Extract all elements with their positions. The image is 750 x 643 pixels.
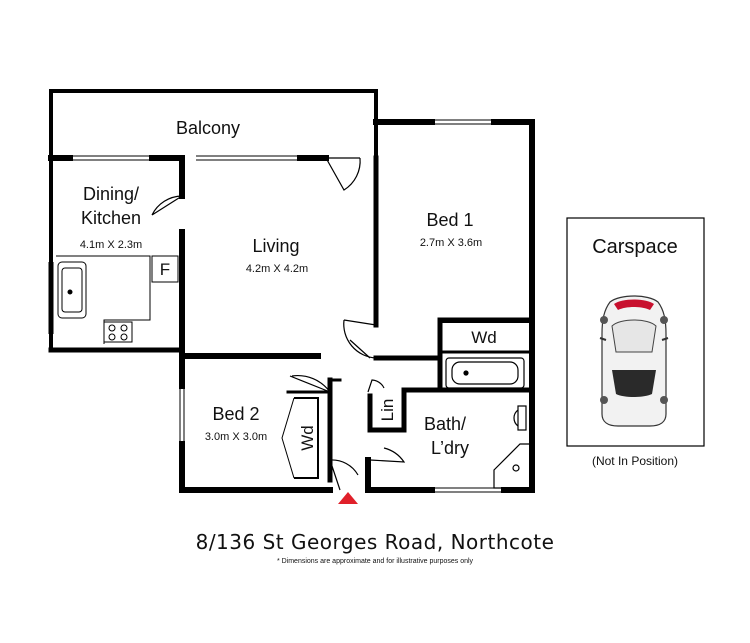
entry-marker-icon xyxy=(338,492,358,504)
room-dims-living: 4.2m X 4.2m xyxy=(246,263,308,275)
room-dims-dining: 4.1m X 2.3m xyxy=(80,239,142,251)
disclaimer: * Dimensions are approximate and for ill… xyxy=(276,558,474,565)
bath-fixtures xyxy=(445,357,531,489)
kitchen-fixtures xyxy=(56,255,179,344)
windows xyxy=(48,119,504,493)
car-icon xyxy=(599,295,669,427)
door-swings xyxy=(151,157,406,491)
room-dims-bed2: 3.0m X 3.0m xyxy=(205,431,267,443)
room-label-bath: Bath/ xyxy=(424,414,466,434)
wardrobe-label-bed2: Wd xyxy=(298,425,317,451)
room-label-bed1: Bed 1 xyxy=(426,210,473,230)
room-label-balcony: Balcony xyxy=(176,118,240,138)
wardrobe-fixtures xyxy=(281,321,532,479)
room-label-living: Living xyxy=(252,236,299,256)
fridge-label: F xyxy=(160,260,170,279)
linen-label: Lin xyxy=(378,399,397,422)
room-label-kitchen: Kitchen xyxy=(81,208,141,228)
room-label-bed2: Bed 2 xyxy=(212,404,259,424)
walls xyxy=(48,89,535,493)
carspace-box xyxy=(566,217,705,447)
carspace-note: (Not In Position) xyxy=(591,454,679,468)
carspace-title: Carspace xyxy=(592,236,678,258)
room-label-dining: Dining/ xyxy=(83,184,139,204)
room-label-laundry: L’dry xyxy=(431,438,469,458)
wardrobe-label-bed1: Wd xyxy=(471,328,497,347)
property-address: 8/136 St Georges Road, Northcote xyxy=(195,530,555,554)
room-dims-bed1: 2.7m X 3.6m xyxy=(420,237,482,249)
